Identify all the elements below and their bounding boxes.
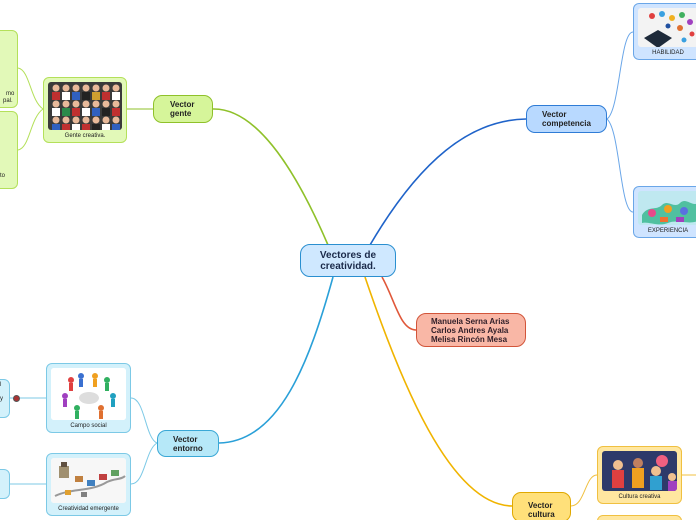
- topic-vector-gente-line1: Vector: [170, 100, 195, 109]
- central-topic-line1: Vectores de: [319, 249, 377, 261]
- link-gente: [212, 108, 329, 246]
- link-marker-icon[interactable]: [13, 395, 20, 402]
- card-experiencia-caption: EXPERIENCIA: [647, 228, 689, 234]
- link-cultura-card: [570, 474, 598, 507]
- subtopic-gente-1[interactable]: [0, 30, 18, 108]
- topic-vector-cultura[interactable]: Vector cultura: [512, 492, 571, 520]
- link-gente-side1: [17, 67, 44, 110]
- card-creatividad-emergente-caption: Creatividad emergente: [58, 506, 119, 512]
- central-topic-line2: creatividad.: [320, 260, 376, 272]
- link-gente-side2: [17, 108, 44, 151]
- central-topic[interactable]: Vectores de creatividad.: [300, 244, 396, 277]
- skills-image: [638, 8, 696, 47]
- link-competencia: [369, 118, 527, 246]
- card-cultura-creativa-caption: Cultura creativa: [618, 494, 661, 500]
- subtopic-social-1[interactable]: [0, 379, 10, 418]
- link-comp-exper: [606, 118, 634, 213]
- topic-vector-gente-line2: gente: [170, 109, 192, 118]
- link-entorno-emerg: [130, 442, 158, 485]
- topic-vector-entorno-line2: entorno: [173, 443, 203, 453]
- topic-vector-cultura-line1: Vector: [528, 501, 553, 510]
- card-campo-social-caption: Campo social: [70, 423, 107, 429]
- subtopic-social-1-text-b: y: [0, 396, 3, 402]
- link-comp-habil: [606, 31, 634, 120]
- subtopic-gente-1-text-a: mo: [6, 91, 15, 97]
- crowd-image: [48, 82, 122, 130]
- card-gente-creativa[interactable]: Gente creativa.: [43, 77, 127, 143]
- subtopic-gente-1-text-b: pal.: [3, 98, 13, 104]
- card-habilidad-caption: HABILIDAD: [652, 50, 684, 56]
- link-autores: [381, 276, 417, 331]
- author-2: Carlos Andres Ayala: [431, 325, 509, 335]
- author-1: Manuela Serna Arias: [431, 316, 510, 326]
- card-experiencia[interactable]: EXPERIENCIA: [633, 186, 696, 238]
- topic-vector-competencia-line2: competencia: [542, 119, 591, 128]
- card-habilidad[interactable]: HABILIDAD: [633, 3, 696, 60]
- subtopic-emergente-1[interactable]: [0, 469, 10, 499]
- topic-authors[interactable]: Manuela Serna Arias Carlos Andres Ayala …: [416, 313, 526, 347]
- topic-vector-entorno[interactable]: Vector entorno: [157, 430, 219, 457]
- author-3: Melisa Rincón Mesa: [431, 334, 508, 344]
- creative-culture-image: [602, 451, 677, 491]
- social-network-image: [51, 368, 126, 420]
- emergent-creativity-image: [51, 458, 126, 503]
- experience-image: [638, 191, 696, 225]
- topic-vector-entorno-line1: Vector: [173, 434, 198, 444]
- subtopic-gente-2-text: to: [0, 173, 6, 179]
- topic-vector-competencia-line1: Vector: [542, 110, 567, 119]
- link-entorno: [218, 276, 334, 444]
- topic-vector-gente[interactable]: Vector gente: [153, 95, 213, 123]
- card-campo-social[interactable]: Campo social: [46, 363, 131, 433]
- card-creatividad-emergente[interactable]: Creatividad emergente: [46, 453, 131, 516]
- card-gente-caption: Gente creativa.: [64, 133, 106, 139]
- card-cultura-creativa[interactable]: Cultura creativa: [597, 446, 682, 504]
- card-cultura-secondary[interactable]: [597, 515, 682, 520]
- subtopic-social-1-text-a: l: [0, 382, 2, 388]
- link-cultura: [364, 276, 513, 507]
- topic-vector-competencia[interactable]: Vector competencia: [526, 105, 607, 133]
- subtopic-gente-2[interactable]: [0, 111, 18, 189]
- topic-vector-cultura-line2: cultura: [528, 510, 555, 519]
- link-entorno-social: [130, 397, 158, 444]
